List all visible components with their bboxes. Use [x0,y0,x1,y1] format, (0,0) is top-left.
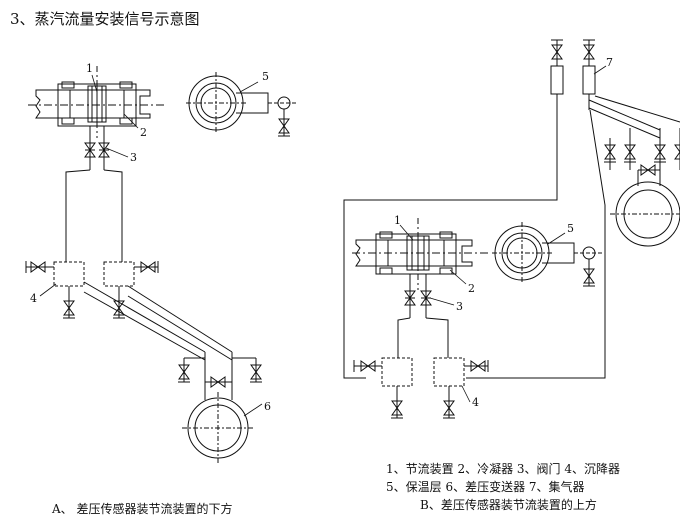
label-2-a: 2 [140,126,147,139]
label-6-a: 6 [264,400,271,413]
caption-a: A、 差压传感器装节流装置的下方 [52,502,233,516]
label-4-b: 4 [472,396,479,409]
settler-b [353,357,489,419]
diagram-a [25,66,298,464]
label-5-b: 5 [567,222,574,235]
insulation-b [492,222,602,287]
label-1-b: 1 [394,214,401,227]
flow-element-b [355,231,473,275]
insulation-a [186,72,298,137]
diagram-title: 3、蒸汽流量安装信号示意图 [10,10,200,28]
label-4-a: 4 [30,292,37,305]
label-1-a: 1 [86,62,93,75]
flow-element-a [35,81,151,127]
transmitter-a [182,392,254,464]
settler-a [25,261,159,319]
transmitter-b [604,128,680,247]
label-3-a: 3 [130,151,137,164]
leader-lines [39,65,607,417]
legend-line-1: 1、节流装置 2、冷凝器 3、阀门 4、沉降器 [386,462,620,476]
label-5-a: 5 [262,70,269,83]
legend-line-2: 5、保温层 6、差压变送器 7、集气器 [386,480,585,494]
label-3-b: 3 [456,300,463,313]
label-2-b: 2 [468,282,475,295]
diagram-b [343,39,680,419]
caption-b: B、差压传感器装节流装置的上方 [420,498,597,512]
label-7-b: 7 [606,56,613,69]
gas-collector-b [550,39,680,139]
